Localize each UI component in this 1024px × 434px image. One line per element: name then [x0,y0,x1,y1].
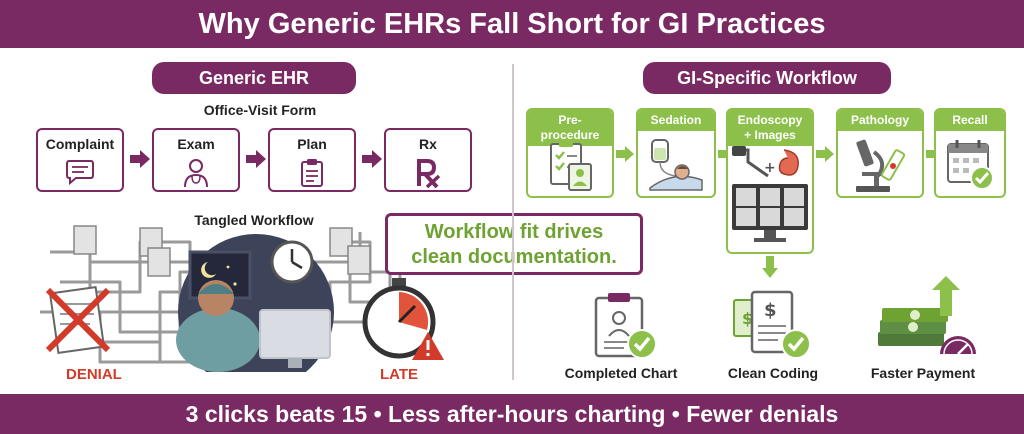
endoscopy-label-line-1: Endoscopy [737,113,803,127]
sedation-step: Sedation [636,108,716,198]
arrow-right-icon [362,150,382,168]
exam-label: Exam [177,136,215,152]
denial-label: DENIAL [66,366,122,383]
arrow-right-icon [246,150,266,168]
endoscopy-label-line-2: + Images [744,128,796,142]
clean-coding-icon: $ $ [733,290,811,359]
pathology-label: Pathology [838,110,922,131]
plan-label: Plan [297,136,327,152]
recall-step: Recall [934,108,1006,198]
rx-box: Rx [384,128,472,192]
recall-label: Recall [936,110,1004,131]
endoscope-icon: + [732,146,808,242]
microscope-icon [856,139,906,192]
tangled-workflow-illustration [40,225,444,372]
callout-line-1: Workflow fit drives [424,221,604,243]
document-stack-icon [73,225,371,277]
arrow-right-icon [816,146,834,162]
denial-document-icon [45,285,111,355]
arrow-right-icon [130,150,150,168]
svg-text:$: $ [742,309,753,328]
checklist-icon [550,140,592,191]
endoscopy-step: Endoscopy + Images + [726,108,814,254]
title-banner: Why Generic EHRs Fall Short for GI Pract… [0,0,1024,48]
pre-procedure-step: Pre-procedure [526,108,614,198]
pathology-step: Pathology [836,108,924,198]
arrow-down-icon [762,256,778,278]
clean-coding-label: Clean Coding [727,365,819,381]
complaint-label: Complaint [45,136,115,152]
completed-chart-icon [594,293,657,359]
late-label: LATE [380,366,419,383]
generic-ehr-heading: Generic EHR [152,62,356,94]
rx-symbol-icon [417,159,441,188]
sedation-label: Sedation [638,110,714,131]
completed-chart-label: Completed Chart [564,365,678,381]
workflow-callout: Workflow fit drives clean documentation. [385,213,643,275]
section-divider [512,64,514,380]
late-night-clinician-icon [176,234,334,372]
svg-text:+: + [764,160,776,176]
callout-line-2: clean documentation. [411,246,617,268]
complaint-box: Complaint [36,128,124,192]
clipboard-icon [301,159,323,187]
plan-box: Plan [268,128,356,192]
footer-banner: 3 clicks beats 15 • Less after-hours cha… [0,394,1024,434]
calendar-check-icon [947,140,994,190]
office-visit-form-label: Office-Visit Form [203,102,317,118]
doctor-icon [184,159,208,188]
exam-box: Exam [152,128,240,192]
speech-bubble-icon [66,160,94,186]
money-growth-icon [878,276,976,355]
faster-payment-label: Faster Payment [870,365,976,381]
svg-text:$: $ [764,300,777,321]
gi-workflow-heading: GI-Specific Workflow [643,62,891,94]
stopwatch-alert-icon [362,278,444,360]
arrow-right-icon [616,146,634,162]
rx-label: Rx [419,136,437,152]
endoscopy-header: Endoscopy + Images [728,110,812,146]
tangled-workflow-label: Tangled Workflow [194,212,314,228]
iv-bag-patient-icon [649,139,703,191]
